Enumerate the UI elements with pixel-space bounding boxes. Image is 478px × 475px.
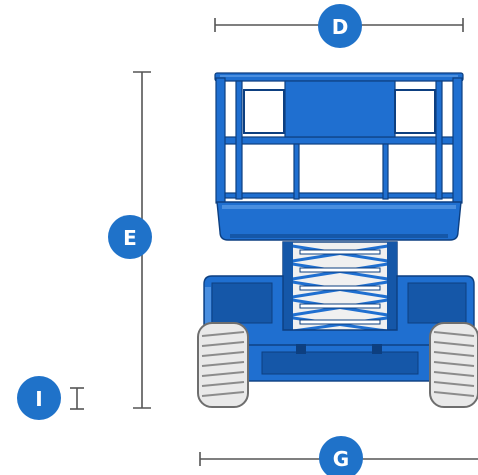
dimension-d-label: D — [332, 15, 349, 39]
dimension-e-label: E — [123, 226, 137, 250]
chassis-icon — [203, 275, 475, 382]
dimension-e: E — [108, 71, 152, 409]
platform-icon — [216, 201, 462, 241]
dimension-i-badge — [17, 376, 61, 420]
dimension-i: I — [17, 376, 84, 420]
dimension-d-badge — [318, 4, 362, 48]
dimension-g-label: G — [333, 447, 349, 471]
scissor-lift-illustration — [197, 72, 478, 408]
dimension-e-badge — [108, 215, 152, 259]
scissor-stack-icon — [282, 241, 398, 335]
tire-icon — [197, 322, 478, 408]
left-tire — [197, 322, 249, 408]
right-tire — [429, 322, 478, 408]
dimension-d: D — [214, 4, 464, 48]
dimension-i-label: I — [35, 387, 42, 411]
guardrail-icon — [214, 72, 464, 204]
dimension-g: G — [199, 436, 478, 475]
dimension-g-badge — [319, 436, 363, 475]
